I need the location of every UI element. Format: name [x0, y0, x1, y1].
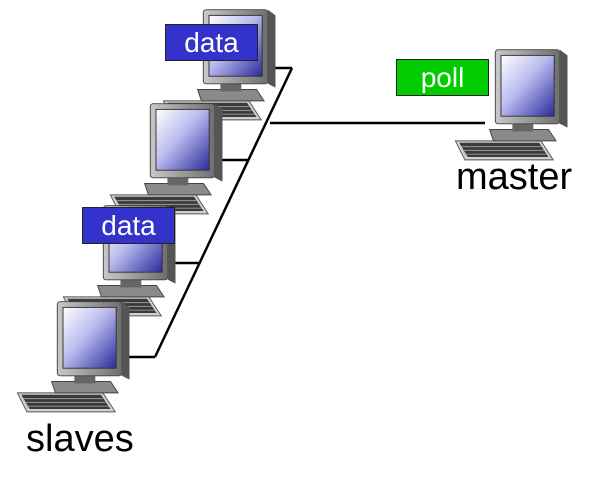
computer-icon [109, 103, 223, 215]
data-tag-middle: data [82, 207, 175, 244]
slaves-label: slaves [26, 418, 134, 460]
master-label: master [456, 156, 573, 198]
poll-tag: poll [396, 59, 489, 96]
bus-line [153, 67, 294, 358]
computer-icon [16, 301, 130, 413]
data-tag-top: data [165, 24, 258, 61]
